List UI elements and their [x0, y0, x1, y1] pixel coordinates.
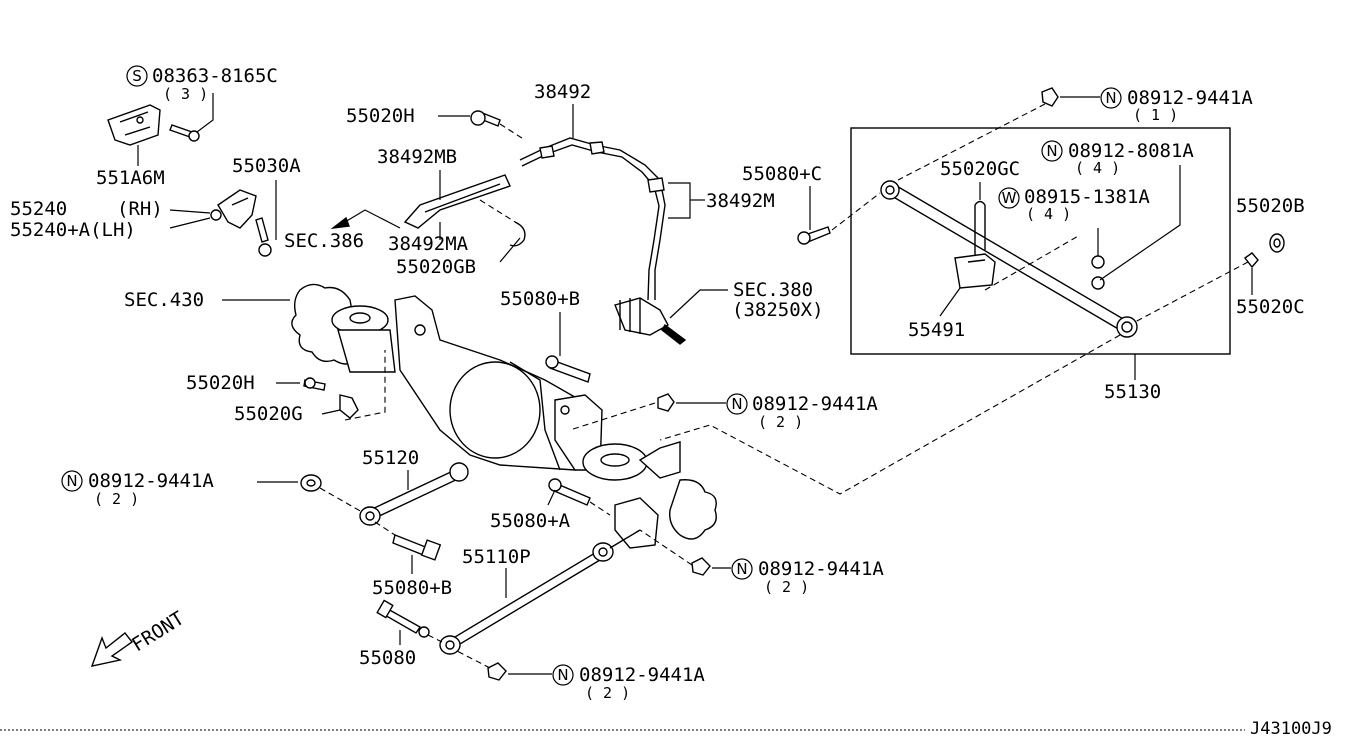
part-bolt-55080C[interactable]	[797, 226, 831, 245]
w-prefix-letter-08915: W	[1002, 189, 1017, 207]
label-08912-8081A: 08912-8081A	[1068, 140, 1194, 162]
front-arrow-icon	[90, 632, 134, 667]
part-washer-55020B[interactable]	[1269, 233, 1285, 253]
part-bolt-08363[interactable]	[169, 124, 200, 142]
label-55240-rh: (RH)	[117, 198, 163, 220]
label-38492MA: 38492MA	[388, 233, 469, 255]
n-prefix-letter-2c: N	[736, 560, 747, 578]
qty-08912-9441A-1: ( 1 )	[1133, 106, 1178, 124]
label-55020H-top: 55020H	[346, 105, 415, 127]
qty-08912-9441A-2a: ( 2 )	[758, 413, 803, 431]
n-prefix-letter-1: N	[1105, 89, 1116, 107]
n-prefix-circle-8081	[1041, 140, 1063, 162]
part-nut-08912-2c[interactable]	[691, 557, 711, 576]
label-55020GC: 55020GC	[940, 158, 1020, 180]
n-prefix-circle-2c	[731, 558, 753, 580]
part-sensor-sec380	[614, 297, 687, 345]
label-08912-9441A-1: 08912-9441A	[1127, 87, 1253, 109]
label-08912-9441A-2d: 08912-9441A	[579, 664, 705, 686]
label-55020GB: 55020GB	[396, 256, 476, 278]
n-prefix-circle-2a	[726, 393, 748, 415]
part-bolt-55020H-mid[interactable]	[303, 377, 326, 391]
label-08915-1381A: 08915-1381A	[1024, 186, 1150, 208]
qty-08912-8081A: ( 4 )	[1075, 159, 1120, 177]
n-prefix-circle-2d	[552, 664, 574, 686]
n-prefix-circle-1	[1100, 87, 1122, 109]
label-08912-9441A-2c: 08912-9441A	[758, 558, 884, 580]
part-nut-08912-2a[interactable]	[657, 393, 675, 412]
part-nut-08915[interactable]	[1091, 255, 1105, 269]
label-55240: 55240	[10, 198, 67, 220]
part-hose-38492MB[interactable]	[403, 174, 511, 229]
part-hose-38492[interactable]	[519, 137, 666, 301]
n-prefix-letter-2b: N	[66, 472, 77, 490]
label-55030A: 55030A	[232, 155, 301, 177]
n-prefix-letter-2a: N	[731, 395, 742, 413]
part-bolt-55030A[interactable]	[255, 217, 272, 257]
diagram-id: J43100J9	[1250, 719, 1332, 736]
label-sec430: SEC.430	[124, 289, 204, 311]
s-prefix-circle	[126, 65, 148, 87]
label-55240A-lh: 55240+A(LH)	[10, 219, 136, 241]
box-55130-assembly	[850, 127, 1231, 355]
part-bolt-55080[interactable]	[376, 599, 430, 638]
part-bolt-55080A[interactable]	[548, 478, 591, 506]
part-nut-08912-2b[interactable]	[300, 474, 322, 492]
label-55020C: 55020C	[1236, 296, 1305, 318]
qty-08912-9441A-2d: ( 2 )	[585, 684, 630, 702]
part-bolt-55080B-top[interactable]	[545, 355, 591, 383]
n-prefix-letter-2d: N	[557, 666, 568, 684]
label-08912-9441A-2a: 08912-9441A	[752, 393, 878, 415]
label-08912-9441A-2b: 08912-9441A	[88, 470, 214, 492]
qty-08912-9441A-2c: ( 2 )	[764, 578, 809, 596]
part-bracket-551A6M[interactable]	[107, 104, 161, 146]
label-55080: 55080	[359, 647, 416, 669]
part-differential-sec430	[291, 283, 396, 373]
label-38492MB: 38492MB	[377, 146, 457, 168]
label-55120: 55120	[362, 447, 419, 469]
s-prefix-letter: S	[132, 67, 142, 85]
part-nut-08912-2d[interactable]	[487, 662, 507, 681]
label-55080B-top: 55080+B	[500, 288, 580, 310]
part-lower-link-55110P[interactable]	[439, 529, 641, 655]
part-nut-55020C[interactable]	[1243, 252, 1259, 269]
label-551A6M: 551A6M	[96, 167, 165, 189]
part-bracket-55240[interactable]	[210, 189, 257, 229]
part-nut-08912-1[interactable]	[1041, 87, 1059, 107]
label-08363-8165C: 08363-8165C	[152, 65, 278, 87]
qty-08915-1381A: ( 4 )	[1026, 205, 1071, 223]
label-55491: 55491	[908, 319, 965, 341]
label-55110P: 55110P	[462, 546, 531, 568]
part-bolt-55080B-bottom[interactable]	[392, 534, 442, 561]
w-prefix-circle-08915	[998, 187, 1020, 209]
part-ubolt-55020GC[interactable]	[974, 200, 986, 256]
part-clip-55020GB[interactable]	[509, 221, 526, 247]
part-bolt-55020H-top[interactable]	[470, 110, 501, 127]
label-sec380: SEC.380	[733, 279, 813, 301]
label-front: FRONT	[128, 607, 188, 656]
n-prefix-letter-8081: N	[1046, 142, 1057, 160]
qty-08912-9441A-2b: ( 2 )	[94, 490, 139, 508]
n-prefix-circle-2b	[61, 470, 83, 492]
label-sec386: SEC.386	[284, 230, 364, 252]
part-upper-link-55120[interactable]	[359, 462, 469, 526]
qty-08363: ( 3 )	[163, 85, 208, 103]
part-clip-55020G[interactable]	[339, 394, 359, 419]
label-38492: 38492	[534, 81, 591, 103]
label-55020B: 55020B	[1236, 195, 1305, 217]
sec386-arrow-icon	[330, 216, 350, 230]
label-sec380-sub: (38250X)	[732, 299, 824, 321]
label-55080A: 55080+A	[490, 510, 571, 532]
label-55020G: 55020G	[234, 403, 303, 425]
part-axle-housing	[394, 295, 717, 549]
label-55080C: 55080+C	[742, 163, 822, 185]
part-lateral-rod-55130[interactable]	[880, 180, 1138, 338]
part-bracket-55491[interactable]	[954, 253, 996, 289]
label-38492M: 38492M	[706, 190, 775, 212]
label-55080B-bottom: 55080+B	[372, 577, 452, 599]
label-55130: 55130	[1104, 381, 1161, 403]
label-55020H-mid: 55020H	[186, 372, 255, 394]
